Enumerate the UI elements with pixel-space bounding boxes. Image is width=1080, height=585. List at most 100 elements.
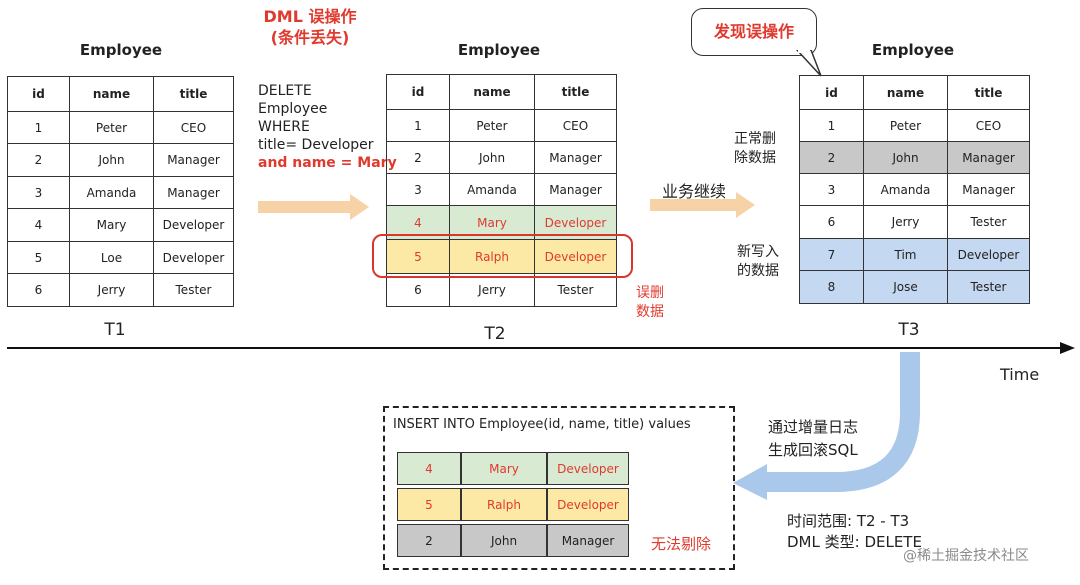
cell: Manager — [153, 176, 234, 209]
cell: Tim — [863, 238, 948, 271]
new-write-line2: 的数据 — [737, 263, 779, 279]
cell: John — [863, 141, 948, 174]
rollback-desc-line1: 通过增量日志 — [768, 418, 859, 436]
cell: 5 — [386, 239, 450, 274]
cell: Jerry — [863, 205, 948, 239]
cell: John — [449, 141, 535, 174]
cell: Jerry — [449, 273, 535, 307]
cell: Manager — [153, 143, 234, 177]
rollback-sql-box — [383, 406, 735, 570]
cell: Manager — [947, 141, 1030, 174]
cell: CEO — [534, 109, 617, 142]
cell: CEO — [153, 111, 234, 144]
cell: 2 — [386, 141, 450, 174]
cell: 7 — [799, 238, 864, 271]
dml-heading: DML 误操作 (条件丢失) — [255, 6, 365, 48]
cell: 1 — [7, 111, 70, 144]
header-cell: name — [69, 76, 154, 112]
t2-title: Employee — [457, 41, 541, 59]
dml-heading-line1: DML 误操作 — [263, 7, 357, 26]
rollback-desc: 通过增量日志 生成回滚SQL — [768, 416, 858, 462]
t3-title: Employee — [871, 41, 955, 59]
sql-line: title= Developer — [258, 137, 374, 153]
insert-statement: INSERT INTO Employee(id, name, title) va… — [393, 417, 691, 432]
cell: 1 — [799, 109, 864, 142]
cell: Ralph — [449, 239, 535, 274]
cell: Manager — [947, 173, 1030, 206]
t1-label: T1 — [104, 320, 126, 340]
cell: Manager — [534, 141, 617, 174]
cell: Jose — [863, 270, 948, 304]
callout-pointer-icon — [795, 50, 822, 77]
cell: Amanda — [449, 173, 535, 206]
header-cell: id — [799, 75, 864, 110]
cell: Peter — [69, 111, 154, 144]
cell: Peter — [863, 109, 948, 142]
rollback-arrow-icon — [733, 352, 920, 500]
cell: 2 — [799, 141, 864, 174]
cell: Loe — [69, 241, 154, 274]
t1-title: Employee — [79, 41, 163, 59]
header-cell: id — [386, 74, 450, 110]
cell: Developer — [547, 452, 629, 485]
cell: Mary — [461, 452, 547, 485]
time-range: 时间范围: T2 - T3 — [787, 512, 910, 530]
table-header-row: id name title — [386, 74, 617, 110]
dml-heading-line2: (条件丢失) — [270, 28, 350, 47]
cell: Manager — [547, 524, 629, 557]
cell: Mary — [69, 208, 154, 242]
cell: Developer — [153, 208, 234, 242]
header-cell: title — [153, 76, 234, 112]
misdelete-label-line2: 数据 — [636, 304, 664, 320]
header-cell: name — [449, 74, 535, 110]
t3-label: T3 — [898, 320, 920, 340]
new-write-line1: 新写入 — [737, 244, 779, 260]
sql-line: DELETE — [258, 83, 312, 99]
arrow-to-t2-icon — [258, 194, 369, 220]
business-continue-label: 业务继续 — [662, 182, 727, 201]
header-cell: name — [863, 75, 948, 110]
normal-delete-line1: 正常删 — [734, 131, 776, 147]
normal-delete-line2: 除数据 — [734, 150, 776, 166]
cell: 6 — [7, 273, 70, 307]
cell: John — [69, 143, 154, 177]
header-cell: title — [534, 74, 617, 110]
cell: 1 — [386, 109, 450, 142]
cell: Ralph — [461, 488, 547, 521]
time-label: Time — [1000, 365, 1040, 384]
cell: 3 — [386, 173, 450, 206]
cell: CEO — [947, 109, 1030, 142]
cell: 3 — [799, 173, 864, 206]
callout-text: 发现误操作 — [713, 22, 794, 41]
rollback-desc-line2: 生成回滚SQL — [768, 441, 858, 459]
cell: Tester — [534, 273, 617, 307]
cell: 6 — [386, 273, 450, 307]
dml-sql: DELETE Employee WHERE title= Developer a… — [258, 82, 397, 172]
cell: Tester — [153, 273, 234, 307]
arrow-to-t3-icon — [650, 192, 755, 218]
sql-missing-condition: and name = Mary — [258, 155, 397, 171]
cell: 3 — [7, 176, 70, 209]
sql-line: WHERE — [258, 119, 310, 135]
cell: John — [461, 524, 547, 557]
cell: Tester — [947, 270, 1030, 304]
cell: Developer — [153, 241, 234, 274]
dml-type: DML 类型: DELETE — [787, 533, 922, 551]
